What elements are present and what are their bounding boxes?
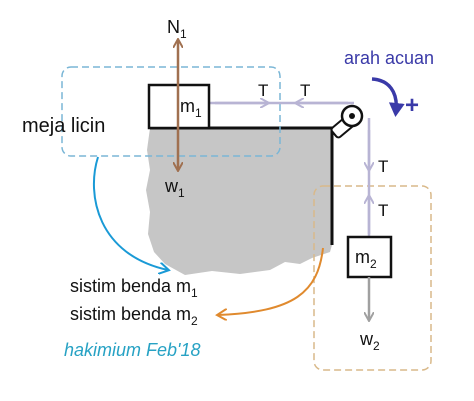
system-m2-label: sistim benda m2 [70, 304, 198, 328]
tension-label-left: T [258, 81, 268, 100]
system-m1-label: sistim benda m1 [70, 276, 198, 300]
block-m2-label: m2 [355, 247, 377, 271]
weight-m2-label: w2 [359, 329, 380, 353]
weight-m1-label: w1 [164, 176, 185, 200]
pointer-arrow-system-m1 [92, 156, 168, 270]
reference-arrow [371, 77, 405, 117]
tension-label-up: T [378, 201, 388, 220]
block-m2 [346, 235, 393, 279]
surface-label: meja licin [22, 115, 105, 137]
tension-label-down: T [378, 157, 388, 176]
pulley [330, 104, 364, 139]
table-surface [146, 128, 332, 275]
system-box-m1 [61, 66, 281, 157]
reference-plus: + [405, 92, 419, 119]
signature: hakimium Feb'18 [64, 340, 201, 360]
block-m1-label: m1 [180, 96, 202, 120]
reference-label: arah acuan [344, 48, 434, 68]
tension-label-right: T [300, 81, 310, 100]
normal-force-label: N1 [167, 17, 187, 41]
pointer-arrow-system-m2 [218, 247, 324, 315]
